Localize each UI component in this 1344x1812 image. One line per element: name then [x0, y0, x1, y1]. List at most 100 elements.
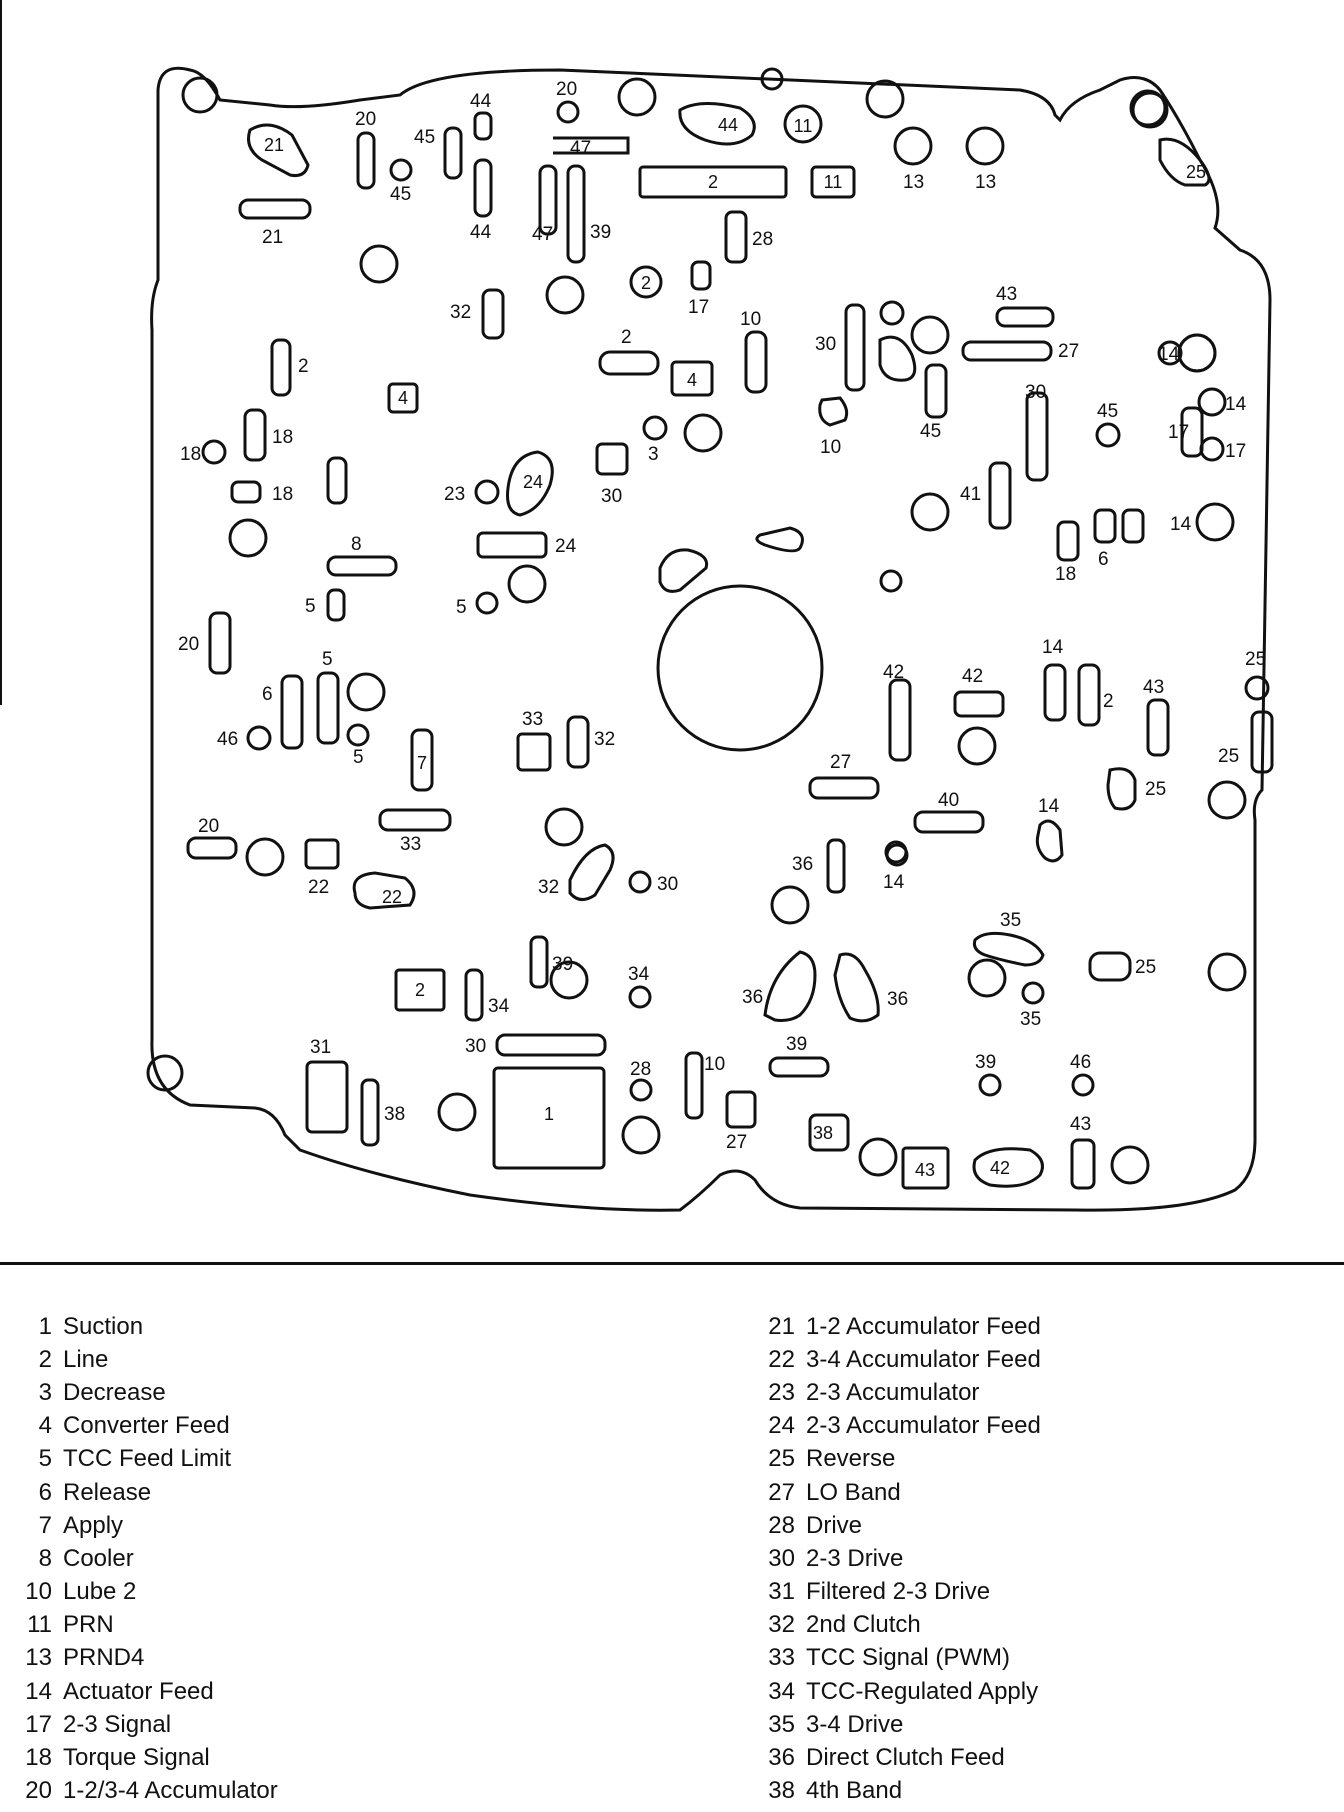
svg-text:34: 34 — [488, 996, 510, 1017]
legend-label: Filtered 2-3 Drive — [806, 1578, 991, 1606]
svg-text:14: 14 — [1038, 796, 1060, 817]
svg-text:2: 2 — [641, 273, 651, 293]
legend-number: 2 — [38, 1345, 52, 1373]
legend-label: Converter Feed — [63, 1412, 230, 1440]
svg-text:14: 14 — [1170, 514, 1192, 535]
svg-text:13: 13 — [903, 172, 924, 193]
legend-label: Apply — [63, 1511, 124, 1539]
svg-text:21: 21 — [264, 135, 284, 155]
legend-number: 27 — [768, 1478, 795, 1506]
legend-label: Actuator Feed — [63, 1677, 214, 1705]
legend-number: 17 — [25, 1710, 52, 1738]
svg-text:5: 5 — [305, 596, 316, 617]
legend-item: 8 Cooler — [10, 1542, 650, 1575]
legend-number: 5 — [38, 1445, 52, 1473]
svg-text:2: 2 — [621, 327, 632, 348]
legend-number: 18 — [25, 1744, 52, 1772]
legend-number: 31 — [768, 1578, 795, 1606]
mount-hole — [146, 1054, 184, 1092]
svg-text:18: 18 — [1055, 564, 1076, 585]
svg-text:7: 7 — [417, 753, 427, 773]
svg-text:35: 35 — [1000, 910, 1021, 931]
svg-text:43: 43 — [1143, 677, 1164, 698]
legend-label: Cooler — [63, 1544, 134, 1572]
svg-text:45: 45 — [1097, 401, 1118, 422]
svg-text:25: 25 — [1145, 779, 1166, 800]
legend-number: 8 — [38, 1544, 52, 1572]
legend-label: Torque Signal — [63, 1744, 210, 1772]
svg-text:20: 20 — [198, 816, 219, 837]
legend-label: Line — [63, 1345, 109, 1373]
legend-number: 38 — [768, 1777, 795, 1805]
legend-number: 13 — [25, 1644, 52, 1672]
legend-item: 10 Lube 2 — [10, 1576, 650, 1609]
legend-number: 10 — [25, 1578, 52, 1606]
svg-text:42: 42 — [962, 666, 983, 687]
svg-text:21: 21 — [262, 227, 283, 248]
legend-number: 11 — [27, 1611, 52, 1639]
legend-number: 23 — [768, 1378, 795, 1406]
svg-text:45: 45 — [920, 421, 941, 442]
valve-body-svg: 21 21 20 45 45 44 44 20 47 47 39 44 11 2… — [146, 66, 1274, 1212]
legend-number: 24 — [768, 1412, 795, 1440]
legend-label: 1-2 Accumulator Feed — [806, 1312, 1041, 1340]
svg-text:28: 28 — [630, 1059, 651, 1080]
svg-text:43: 43 — [996, 284, 1017, 305]
svg-text:27: 27 — [830, 752, 851, 773]
svg-text:46: 46 — [217, 729, 238, 750]
legend-label: Lube 2 — [63, 1578, 137, 1606]
svg-text:17: 17 — [1168, 422, 1189, 443]
svg-text:44: 44 — [718, 115, 738, 135]
port-labels: 21 21 20 45 45 44 44 20 47 47 39 44 11 2… — [178, 79, 1266, 1180]
svg-text:14: 14 — [883, 872, 905, 893]
svg-text:38: 38 — [384, 1104, 405, 1125]
svg-text:2: 2 — [1103, 691, 1114, 712]
svg-text:24: 24 — [523, 472, 543, 492]
svg-text:44: 44 — [470, 91, 492, 112]
svg-text:10: 10 — [740, 309, 761, 330]
legend-item: 18 Torque Signal — [10, 1741, 650, 1774]
svg-text:36: 36 — [887, 989, 908, 1010]
svg-text:44: 44 — [470, 222, 492, 243]
svg-text:10: 10 — [820, 437, 841, 458]
legend-label: LO Band — [806, 1478, 901, 1506]
svg-text:31: 31 — [310, 1037, 331, 1058]
svg-text:22: 22 — [382, 887, 402, 907]
svg-text:17: 17 — [688, 297, 709, 318]
legend-number: 7 — [38, 1511, 52, 1539]
svg-text:47: 47 — [532, 224, 553, 245]
mount-hole — [181, 76, 219, 114]
svg-text:18: 18 — [272, 484, 293, 505]
svg-text:30: 30 — [465, 1036, 486, 1057]
svg-text:6: 6 — [1098, 549, 1109, 570]
svg-text:5: 5 — [353, 747, 364, 768]
svg-text:39: 39 — [975, 1052, 996, 1073]
legend-label: 3-4 Accumulator Feed — [806, 1345, 1041, 1373]
svg-text:20: 20 — [178, 634, 199, 655]
svg-text:18: 18 — [180, 444, 201, 465]
legend-label: 2nd Clutch — [806, 1611, 921, 1639]
svg-text:34: 34 — [628, 964, 650, 985]
svg-text:33: 33 — [522, 709, 543, 730]
svg-text:20: 20 — [556, 79, 577, 100]
legend-label: PRND4 — [63, 1644, 145, 1672]
legend-label: Release — [63, 1478, 152, 1506]
legend-number: 32 — [768, 1611, 795, 1639]
legend-item: 27 LO Band — [755, 1476, 1315, 1509]
svg-text:32: 32 — [538, 877, 559, 898]
svg-text:30: 30 — [657, 874, 678, 895]
svg-text:35: 35 — [1020, 1009, 1041, 1030]
